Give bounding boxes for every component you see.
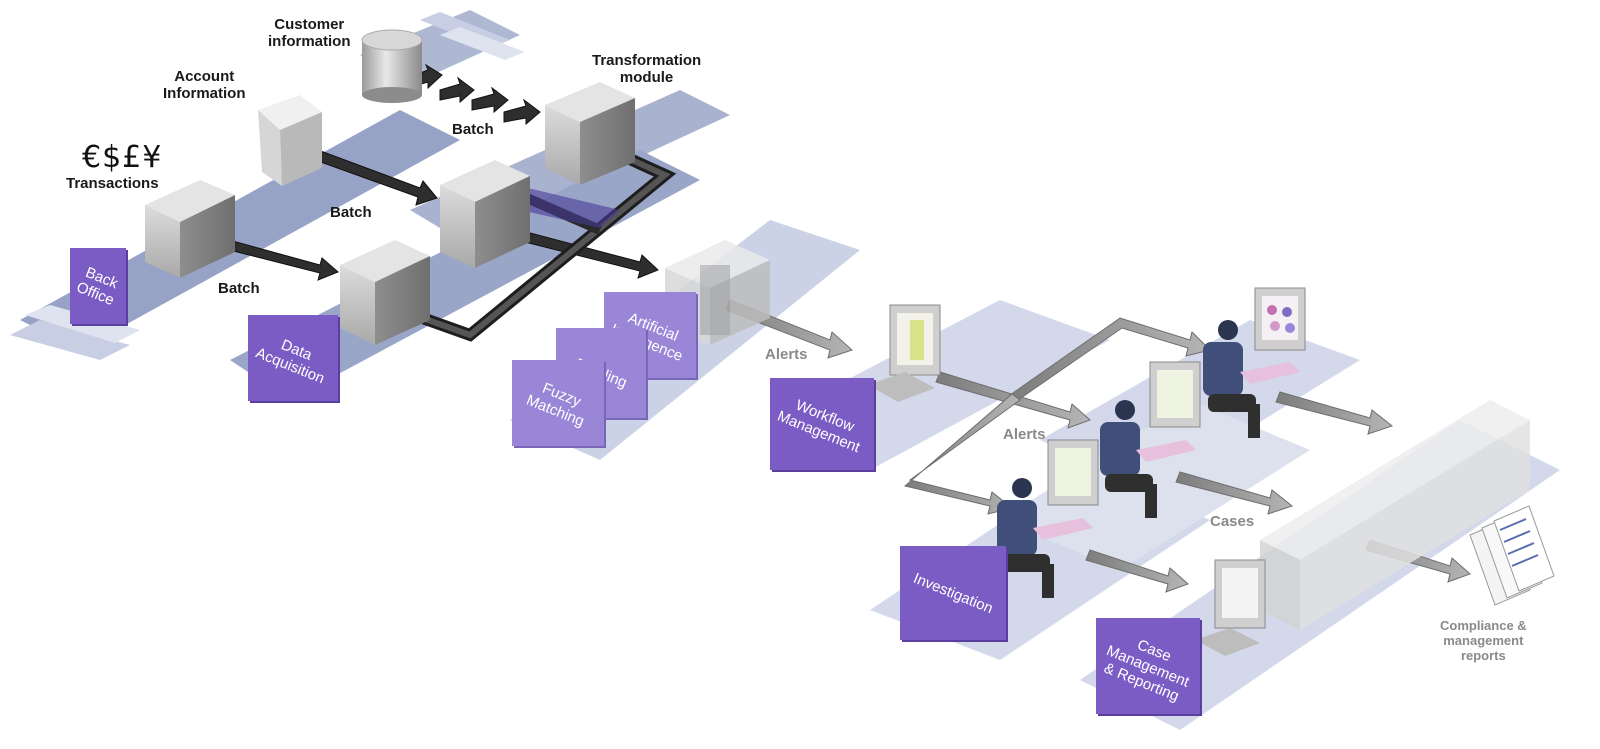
- label-batch-customer: Batch: [452, 121, 494, 138]
- loop-inner: [398, 147, 671, 339]
- module-fuzzy-matching: Fuzzy Matching: [512, 360, 604, 446]
- workstation-investigator-top: [1254, 287, 1306, 351]
- cube-account: [258, 95, 322, 186]
- module-workflow-management: Workflow Management: [770, 378, 874, 470]
- module-investigation-label: Investigation: [910, 569, 996, 617]
- label-customer-information: Customer information: [268, 16, 351, 50]
- arrow-investigator-low-out: [1085, 549, 1189, 593]
- label-batch-account: Batch: [330, 204, 372, 221]
- arrow-investigator-mid-out: [1175, 471, 1294, 515]
- cube-data-acquisition: [340, 240, 430, 345]
- case-management-server: [1260, 400, 1530, 630]
- person-mid: [1100, 400, 1196, 518]
- module-case-management-label: Case Management & Reporting: [1101, 635, 1192, 705]
- label-transactions: Transactions: [66, 175, 159, 192]
- workstation-investigator-low: [1047, 439, 1099, 506]
- transformation-loop: [397, 144, 677, 342]
- module-case-management: Case Management & Reporting: [1096, 618, 1200, 714]
- module-data-acquisition-label: Data Acquisition: [252, 336, 327, 388]
- arrow-customer-3: [471, 86, 509, 114]
- module-fuzzy-matching-label: Fuzzy Matching: [523, 379, 587, 431]
- arrow-customer-2: [439, 76, 475, 104]
- currency-symbols: €$£¥: [82, 140, 163, 175]
- label-alerts-ai: Alerts: [765, 346, 808, 363]
- module-workflow-management-label: Workflow Management: [775, 396, 863, 457]
- label-cases: Cases: [1210, 513, 1255, 530]
- arrow-account-to-module: [314, 149, 438, 206]
- server-cubes: [145, 82, 1530, 630]
- label-batch-transactions: Batch: [218, 280, 260, 297]
- module-data-acquisition: Data Acquisition: [248, 315, 338, 401]
- stripe-left: [10, 320, 130, 360]
- workstation-case-management: [1195, 559, 1266, 656]
- customer-database: [361, 29, 423, 103]
- stripe-top-2: [440, 27, 525, 60]
- cube-transformation-mid: [440, 160, 530, 268]
- arrow-investigator-top-out: [1275, 391, 1394, 435]
- loop-highlight: [520, 188, 620, 228]
- module-back-office-label: Back Office: [73, 263, 120, 310]
- label-reports: Compliance & management reports: [1440, 618, 1527, 663]
- workstation-investigator-mid: [1149, 361, 1201, 428]
- stripe-left-2: [25, 305, 140, 343]
- label-alerts-workflow: Alerts: [1003, 426, 1046, 443]
- label-transformation-module: Transformation module: [592, 52, 702, 86]
- arrow-cross-up: [1009, 317, 1211, 401]
- cube-transformation-top: [545, 82, 635, 185]
- module-back-office: Back Office: [70, 248, 126, 324]
- person-low: [997, 478, 1093, 598]
- platforms: [10, 10, 1560, 730]
- person-top: [1203, 320, 1300, 438]
- investigators: [997, 320, 1300, 598]
- workstation-workflow: [868, 304, 941, 402]
- module-investigation: Investigation: [900, 546, 1006, 640]
- label-account-information: Account Information: [163, 68, 246, 102]
- cube-transactions: [145, 180, 235, 278]
- report-documents: [1469, 505, 1555, 606]
- arrow-customer-4: [503, 98, 541, 126]
- workstations: [868, 287, 1306, 656]
